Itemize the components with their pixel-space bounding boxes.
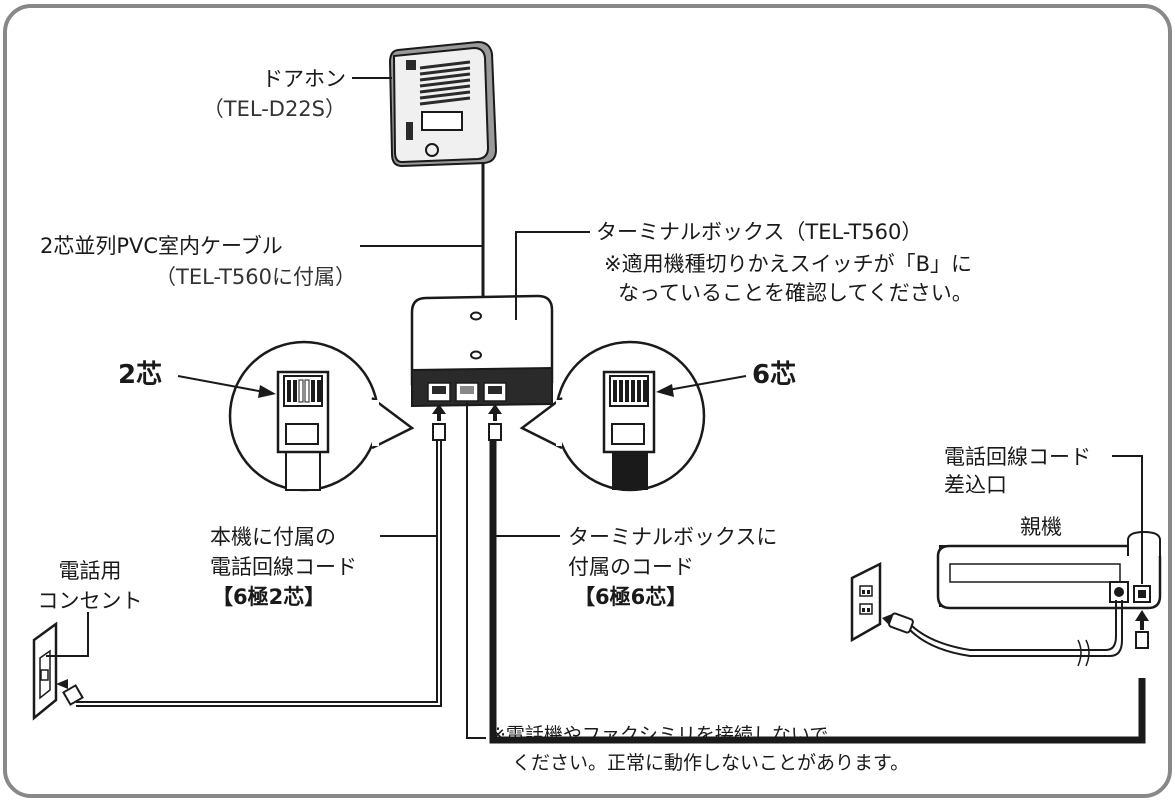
terminal-box-unit [410, 294, 554, 408]
box-cord-spec: 【6極6芯】 [574, 585, 688, 609]
supplied-cord-label-1: 本機に付属の [210, 525, 336, 549]
door-phone-unit [388, 40, 498, 168]
warning-line-1: ※電話機やファクシミリを接続しないで [490, 724, 829, 746]
terminal-box-note-1: ※適用機種切りかえスイッチが「B」に [604, 252, 973, 276]
door-phone-model: （TEL-D22S） [202, 97, 346, 121]
wall-outlet [32, 621, 84, 721]
connector-2-magnified [228, 340, 415, 492]
jack-label-2: 差込口 [944, 473, 1007, 497]
conductor-2-label: 2芯 [118, 360, 163, 390]
terminal-box-note-2: なっていることを確認してください。 [618, 281, 973, 305]
supplied-cord-label-2: 電話回線コード [210, 555, 357, 579]
door-phone-label: ドアホン [262, 67, 346, 91]
warning-line-2: ください。正常に動作しないことがあります。 [512, 752, 910, 774]
plug-arrows [432, 404, 502, 421]
box-cord-label-2: 付属のコード [568, 555, 694, 579]
box-cord-label-1: ターミナルボックスに [568, 525, 778, 549]
outlet-label-1: 電話用 [58, 559, 122, 583]
terminal-box-label: ターミナルボックス（TEL-T560） [596, 220, 923, 244]
box-cord-line [489, 440, 1146, 744]
base-unit-label: 親機 [1020, 515, 1062, 539]
connector-6-magnified [519, 340, 706, 492]
supplied-cord-line [76, 440, 442, 707]
supplied-cord-spec: 【6極2芯】 [212, 585, 326, 609]
outlet-label-2: コンセント [37, 589, 143, 613]
jack-label-1: 電話回線コード [944, 445, 1091, 469]
cable-note: （TEL-T560に付属） [155, 265, 356, 289]
power-cord [909, 600, 1123, 657]
conductor-6-label: 6芯 [752, 360, 797, 390]
cable-label: 2芯並列PVC室内ケーブル [40, 234, 283, 258]
power-outlet [850, 561, 914, 643]
